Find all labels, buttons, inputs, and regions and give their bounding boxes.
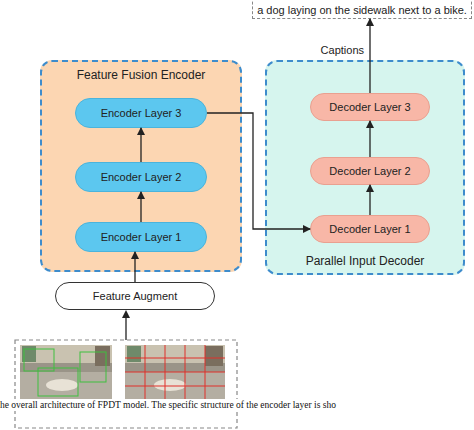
node-label: Encoder Layer 2	[101, 171, 182, 183]
node-label: Encoder Layer 1	[101, 231, 182, 243]
flow-arrow	[134, 252, 135, 282]
node-label: Decoder Layer 3	[329, 101, 410, 113]
figure-caption: he overall architecture of FPDT model. T…	[0, 399, 474, 411]
edge-label: Captions	[321, 44, 364, 56]
flow-arrow	[207, 113, 310, 229]
image-right	[125, 345, 225, 400]
decoder-layer: Decoder Layer 1	[310, 215, 430, 243]
node-label: Decoder Layer 1	[329, 223, 410, 235]
encoder-layer: Encoder Layer 2	[75, 162, 207, 192]
caption-output-box: a dog laying on the sidewalk next to a b…	[252, 0, 472, 19]
flow-arrow	[369, 19, 370, 93]
encoder-layer: Encoder Layer 3	[75, 98, 207, 128]
encoder-layer: Encoder Layer 1	[75, 222, 207, 252]
decoder-group: Parallel Input Decoder Decoder Layer 3 Dec…	[265, 60, 465, 275]
group-title: Parallel Input Decoder	[267, 254, 463, 268]
image-left	[20, 345, 112, 400]
decoder-layer: Decoder Layer 2	[310, 157, 430, 185]
node-label: Decoder Layer 2	[329, 165, 410, 177]
process-box: Feature Augment	[55, 282, 215, 310]
flow-arrow	[140, 128, 141, 162]
node-label: a dog laying on the sidewalk next to a b…	[257, 4, 467, 16]
flow-arrow	[140, 192, 141, 222]
encoder-group: Feature Fusion EncoderEncoder Layer 3 Enc…	[40, 60, 242, 272]
arrow-head	[122, 310, 130, 318]
decoder-layer: Decoder Layer 3	[310, 93, 430, 121]
flow-arrow	[369, 121, 370, 157]
group-title: Feature Fusion Encoder	[42, 68, 240, 82]
image-frame	[15, 340, 237, 428]
input-arrow	[125, 316, 126, 340]
flow-arrow	[369, 185, 370, 215]
node-label: Feature Augment	[93, 290, 177, 302]
node-label: Encoder Layer 3	[101, 107, 182, 119]
